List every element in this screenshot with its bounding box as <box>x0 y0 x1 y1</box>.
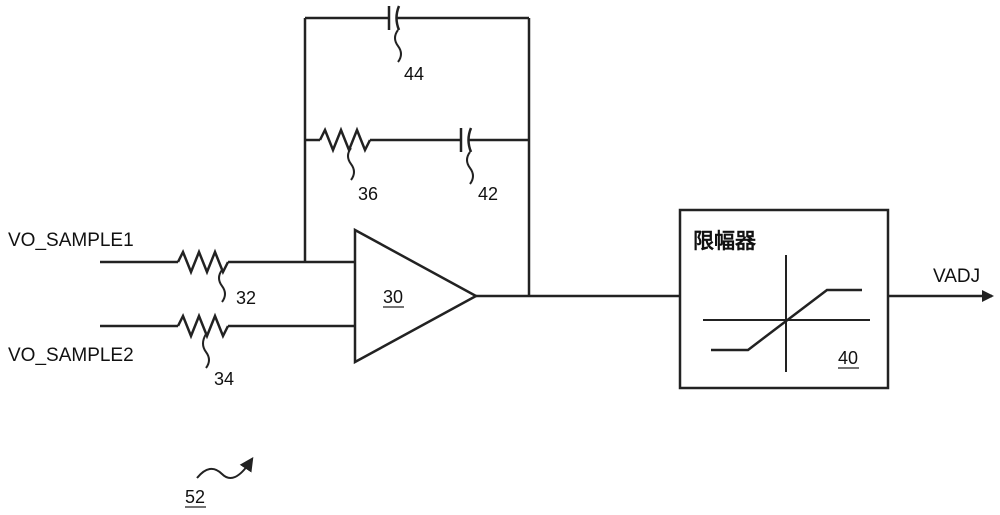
input-1-wire <box>100 248 355 276</box>
input-label-vo-sample2: VO_SAMPLE2 <box>8 345 134 366</box>
ref-36: 36 <box>358 184 378 204</box>
amplifier-30 <box>353 227 479 365</box>
output-label-vadj: VADJ <box>933 266 980 287</box>
feedback-network <box>303 16 531 296</box>
limiter-title: 限幅器 <box>693 229 757 253</box>
ref-40: 40 <box>838 348 858 368</box>
ref-44: 44 <box>404 64 424 84</box>
input-2-wire <box>100 312 355 340</box>
resistor-36-wiper <box>347 147 355 181</box>
capacitor-44 <box>387 5 402 63</box>
ref-32: 32 <box>236 288 256 308</box>
ref-52: 52 <box>185 487 205 507</box>
resistor-32-wiper <box>218 269 226 303</box>
system-52-arrow <box>196 457 254 479</box>
limiter-transfer-symbol <box>703 255 870 372</box>
capacitor-42 <box>459 127 474 185</box>
resistor-34-wiper <box>202 333 210 369</box>
ref-42: 42 <box>478 184 498 204</box>
ref-34: 34 <box>214 369 234 389</box>
limiter-block-40 <box>678 208 890 390</box>
ref-30: 30 <box>383 287 403 307</box>
input-label-vo-sample1: VO_SAMPLE1 <box>8 230 134 251</box>
